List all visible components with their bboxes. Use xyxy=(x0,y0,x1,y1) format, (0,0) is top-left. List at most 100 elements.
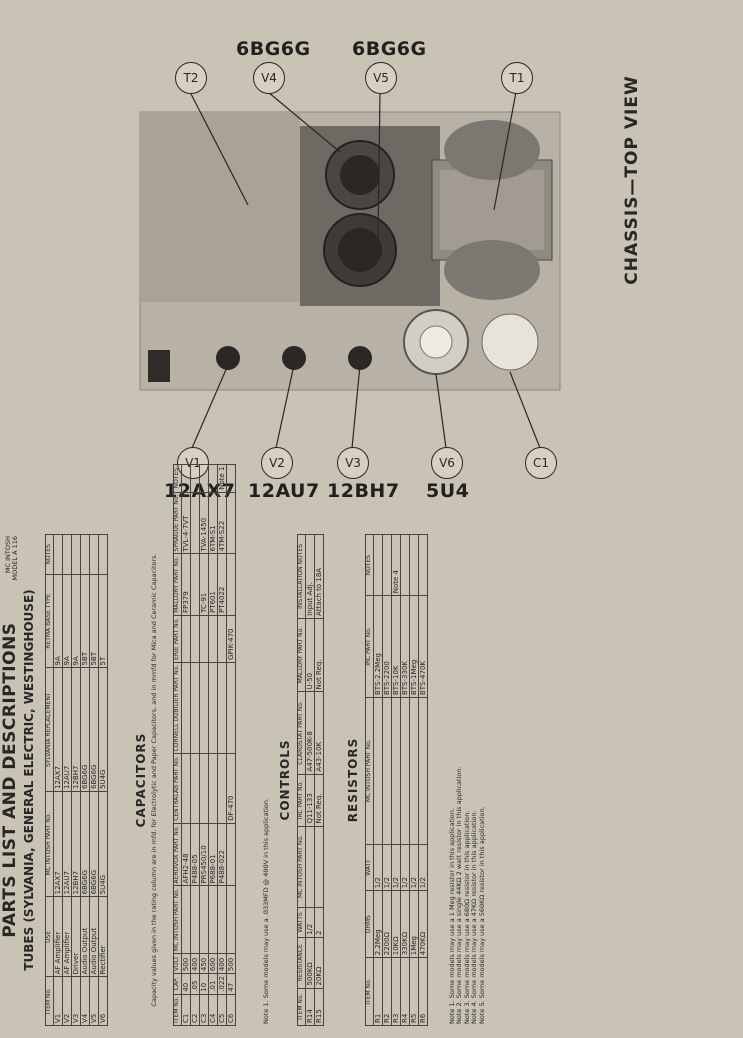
resistors-cell: R6 xyxy=(418,957,428,1026)
tubes-cell xyxy=(98,534,108,575)
controls-cell: Not Req. xyxy=(314,774,324,827)
resistors-cell: R2 xyxy=(382,957,392,1026)
tubes-cell: 12AX7 xyxy=(53,791,63,897)
controls-cell: Q11-133 xyxy=(305,774,315,827)
tubes-cell: 9A xyxy=(53,574,63,668)
capacitors-cell: PT4022 xyxy=(217,553,227,616)
tube-label-v5: 6BG6G xyxy=(352,38,427,60)
capacitors-cell: 40 xyxy=(181,973,191,995)
capacitors-cell xyxy=(208,662,218,754)
callout-t1: T1 xyxy=(501,62,533,94)
tubes-cell: 12AU7 xyxy=(62,791,72,897)
capacitors-cell: P488-05 xyxy=(190,823,200,886)
tubes-col-use: USE xyxy=(45,896,54,977)
resistors-cell xyxy=(400,534,410,596)
resistors-cell: 1/2 xyxy=(391,844,401,891)
chassis-photo xyxy=(139,91,561,449)
controls-cell: R14 xyxy=(305,988,315,1026)
capacitors-cell xyxy=(181,464,191,493)
controls-cell xyxy=(305,826,315,908)
capacitors-header-cell: MALLORY PART No. xyxy=(173,553,182,616)
resistors-cell: BTS-10K xyxy=(391,595,401,698)
capacitors-description: Capacity values given in the rating colu… xyxy=(150,553,158,1007)
tubes-cell: AF Amplifier xyxy=(53,896,63,977)
tubes-cell: 5BT xyxy=(80,574,90,668)
resistors-cell: 1/2 xyxy=(382,844,392,891)
capacitors-cell: 6TM-S1 xyxy=(208,492,218,554)
callout-v1: V1 xyxy=(177,447,209,479)
controls-heading: CONTROLS xyxy=(278,739,292,821)
resistors-cell: Note 4 xyxy=(391,534,401,596)
page-title: PARTS LIST AND DESCRIPTIONS xyxy=(0,622,20,938)
capacitors-cell: .022 xyxy=(217,973,227,995)
controls-cell: Attach to 18A xyxy=(314,534,324,619)
capacitors-cell: 47 xyxy=(226,973,236,995)
capacitors-cell xyxy=(226,553,236,616)
controls-cell: Not Req. xyxy=(314,618,324,692)
capacitors-cell xyxy=(226,885,236,954)
capacitors-cell: .05 xyxy=(190,973,200,995)
tubes-cell: 6BG6G xyxy=(89,791,99,897)
tubes-cell: 12AU7 xyxy=(62,667,72,792)
callout-v4: V4 xyxy=(253,62,285,94)
controls-header-cell: MC INTOSH PART No. xyxy=(297,826,306,908)
capacitors-cell xyxy=(199,615,209,663)
capacitors-header-cell: CAP. xyxy=(173,973,182,995)
capacitors-cell xyxy=(217,662,227,754)
capacitors-cell xyxy=(208,885,218,954)
capacitors-header-cell: NOTES xyxy=(173,464,182,493)
resistors-cell xyxy=(409,534,419,596)
tubes-cell: V2 xyxy=(62,976,72,1026)
resistor-note: Note 5. Some models may use a 560KΩ resi… xyxy=(477,806,486,1024)
resistors-cell xyxy=(373,697,383,845)
resistors-cell xyxy=(409,697,419,845)
callout-c1: C1 xyxy=(525,447,557,479)
controls-header-cell: CLAROSTAT PART No. xyxy=(297,691,306,775)
tubes-cell: 12BH7 xyxy=(71,791,81,897)
capacitors-cell: FP379 xyxy=(181,553,191,616)
tubes-cell: 9A xyxy=(62,574,72,668)
resistors-cell: BTS-330K xyxy=(400,595,410,698)
controls-header-cell: WATTS xyxy=(297,907,306,938)
callout-v5: V5 xyxy=(365,62,397,94)
tubes-col-notes: NOTES xyxy=(45,534,54,575)
capacitors-cell xyxy=(208,615,218,663)
tubes-cell: 5U4G xyxy=(98,667,108,792)
controls-cell: 2 xyxy=(314,907,324,938)
capacitors-cell: 4TM-S22 xyxy=(217,492,227,554)
tubes-cell xyxy=(71,534,81,575)
capacitors-cell: TC-91 xyxy=(199,553,209,616)
tube-label-v3: 12BH7 xyxy=(327,480,400,502)
capacitors-cell xyxy=(208,753,218,824)
tubes-col-base: RETMA BASE TYPE xyxy=(45,574,54,668)
parts-list: PARTS LIST AND DESCRIPTIONS TUBES (SYLVA… xyxy=(0,464,741,1030)
resistors-header-cell: ITEM No. xyxy=(365,957,374,1026)
capacitors-cell: C1 xyxy=(181,994,191,1026)
capacitors-cell xyxy=(199,464,209,493)
controls-cell: 1/2 xyxy=(305,907,315,938)
capacitors-cell: TVA-1450 xyxy=(199,492,209,554)
controls-cell: R15 xyxy=(314,988,324,1026)
capacitors-cell xyxy=(181,662,191,754)
capacitors-cell: 600 xyxy=(208,953,218,974)
controls-cell xyxy=(314,826,324,908)
